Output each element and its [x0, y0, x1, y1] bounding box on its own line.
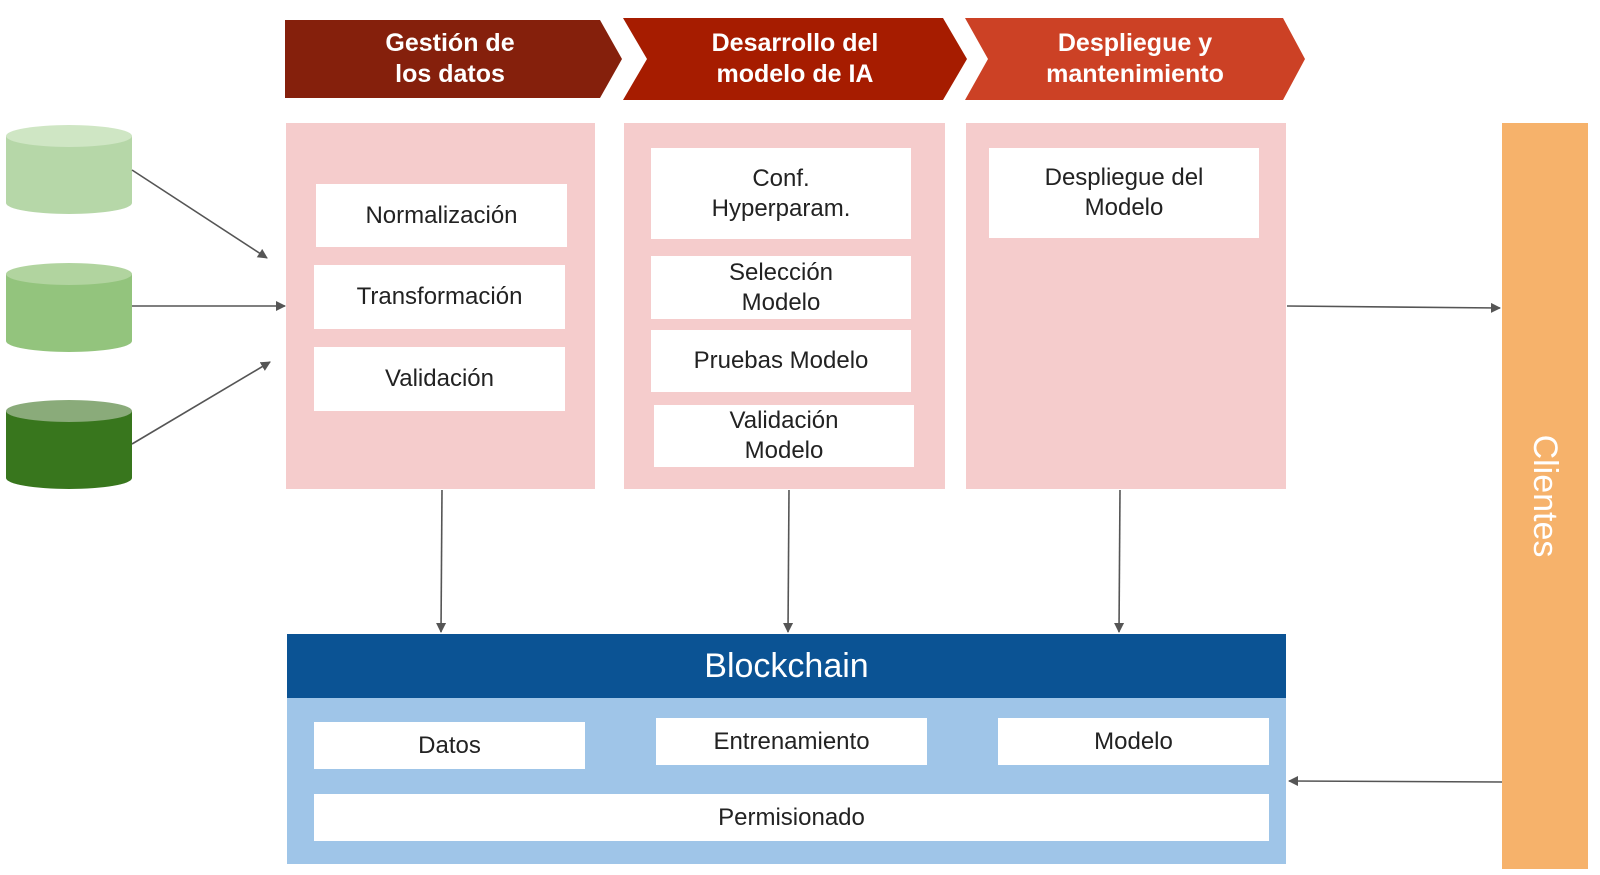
arrow-deploy-to-blockchain [1114, 489, 1125, 633]
stage-chevron-model-development [623, 18, 967, 100]
arrow-data-to-blockchain [436, 489, 447, 633]
arrow-clients-to-blockchain [1288, 776, 1503, 787]
step-model-selection: Selección Modelo [651, 256, 911, 319]
arrow-db1-to-data [131, 169, 268, 259]
arrow-db3-to-data [131, 361, 271, 445]
stage-chevron-data-management [285, 20, 622, 98]
database-icon-dark [6, 400, 132, 489]
stage-title-deployment: Despliegue y mantenimiento [1046, 29, 1224, 88]
step-model-testing: Pruebas Modelo [651, 330, 911, 392]
step-model-deployment: Despliegue del Modelo [989, 148, 1259, 238]
stage-title-model-development: Desarrollo del modelo de IA [711, 29, 879, 88]
step-transformation: Transformación [314, 265, 565, 329]
step-model-validation: Validación Modelo [654, 405, 914, 467]
clients-column [1502, 123, 1588, 869]
blockchain-item-training: Entrenamiento [656, 718, 927, 765]
blockchain-permissioned: Permisionado [314, 794, 1269, 841]
arrow-model-to-blockchain [783, 489, 794, 633]
arrow-deploy-to-clients [1286, 302, 1501, 313]
step-normalization: Normalización [316, 184, 567, 247]
blockchain-header: Blockchain [287, 634, 1286, 698]
step-hyperparameter-config: Conf. Hyperparam. [651, 148, 911, 239]
step-validation: Validación [314, 347, 565, 411]
blockchain-item-data: Datos [314, 722, 585, 769]
database-icon-medium [6, 263, 132, 352]
stage-title-data-management: Gestión de los datos [385, 29, 515, 88]
stage-chevron-deployment [965, 18, 1305, 100]
blockchain-item-model: Modelo [998, 718, 1269, 765]
database-icon-light [6, 125, 132, 214]
